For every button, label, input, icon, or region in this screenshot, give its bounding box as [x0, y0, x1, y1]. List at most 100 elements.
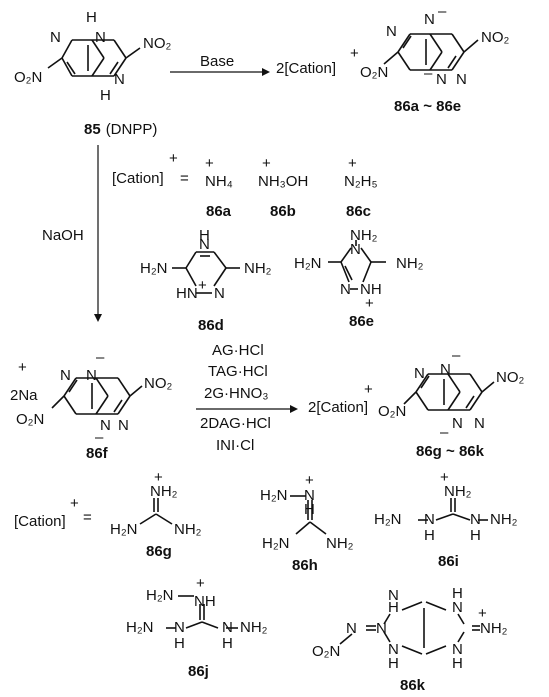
- charge-plus: +: [205, 155, 214, 172]
- charge-plus: +: [18, 359, 27, 376]
- reagent-tag-hcl: TAG·HCl: [208, 363, 268, 380]
- n-anion-label: N: [440, 361, 451, 378]
- sodium-counterion: 2Na: [10, 387, 38, 404]
- amino-group: H₂N: [146, 587, 174, 604]
- nitro-group: NO₂: [144, 375, 173, 392]
- n-label: N: [414, 365, 425, 382]
- compound-label-86h: 86h: [292, 557, 318, 574]
- amino-group: H₂N: [126, 619, 154, 636]
- charge-plus: +: [70, 495, 79, 512]
- n-label: N: [118, 417, 129, 434]
- n-label: N: [95, 29, 106, 46]
- cation-86e-structure: [328, 240, 386, 283]
- charge-plus: +: [350, 45, 359, 62]
- nitro-group: NO₂: [481, 29, 510, 46]
- n-h-label: H: [470, 527, 481, 544]
- arrow-head: [290, 405, 298, 413]
- nh-label: N: [304, 487, 315, 504]
- n-h-label: H: [452, 655, 463, 672]
- n-label: N: [214, 285, 225, 302]
- charge-minus: –: [96, 349, 105, 366]
- amino-group: NH₂: [326, 535, 354, 552]
- equals-sign: =: [180, 170, 189, 187]
- charge-plus: +: [478, 605, 487, 622]
- dianion-structure-bottom: [403, 373, 495, 411]
- compound-label-86c: 86c: [346, 203, 371, 220]
- nitro-group: O₂N: [378, 403, 406, 420]
- charge-plus: +: [440, 469, 449, 486]
- n-h-label: H: [452, 585, 463, 602]
- compound-label-86g: 86g: [146, 543, 172, 560]
- arrow-head: [94, 314, 102, 322]
- n-h-label: H: [174, 635, 185, 652]
- n-h-label: H: [100, 87, 111, 104]
- n-h-label: H: [222, 635, 233, 652]
- charge-plus: +: [365, 295, 374, 312]
- amino-group: H₂N: [260, 487, 288, 504]
- amino-group: NH₂: [350, 227, 378, 244]
- n-label: N: [388, 587, 399, 604]
- cation-86i-structure: [418, 498, 488, 521]
- n-label: N: [452, 641, 463, 658]
- amino-group: NH₂: [240, 619, 268, 636]
- arrow-head: [262, 68, 270, 76]
- cation-86k-structure: [339, 601, 480, 655]
- nh-label: H: [304, 501, 315, 518]
- amino-group: H₂N: [140, 260, 168, 277]
- n-label: N: [199, 236, 210, 253]
- reagent-2g-hno3: 2G·HNO₃: [204, 385, 268, 402]
- n-label: N: [346, 620, 357, 637]
- n-anion-label: N: [86, 367, 97, 384]
- cation-86d-structure: [172, 251, 240, 287]
- nh-label: NH: [360, 281, 382, 298]
- coefficient-cation: 2[Cation]: [308, 399, 368, 416]
- charge-minus: –: [424, 65, 433, 82]
- compound-85-structure: [47, 39, 141, 77]
- nitro-group: O₂N: [360, 64, 388, 81]
- cation-86a: NH₄: [205, 173, 233, 190]
- charge-plus: +: [169, 150, 178, 167]
- amino-group: NH₂: [244, 260, 272, 277]
- compound-label-86k: 86k: [400, 677, 426, 694]
- amino-group: H₂N: [262, 535, 290, 552]
- n-anion-label: N: [424, 11, 435, 28]
- compound-label-85: 85(DNPP): [84, 121, 157, 138]
- n-label: N: [386, 23, 397, 40]
- nitro-group: O₂N: [16, 411, 44, 428]
- charge-plus: +: [196, 575, 205, 592]
- equals-sign: =: [83, 509, 92, 526]
- charge-plus: +: [364, 381, 373, 398]
- reagent-base: Base: [200, 53, 234, 70]
- dianion-structure-top: [383, 33, 479, 71]
- imino-group: NH₂: [444, 483, 472, 500]
- n-label: N: [456, 71, 467, 88]
- n-label: N: [174, 619, 185, 636]
- charge-plus: +: [154, 469, 163, 486]
- n-label: N: [474, 415, 485, 432]
- cation-86j-structure: [166, 595, 238, 629]
- compound-86f-structure: [51, 377, 143, 415]
- cation-86h-structure: [290, 495, 327, 535]
- n-label: N: [388, 641, 399, 658]
- compound-label-86i: 86i: [438, 553, 459, 570]
- n-label: N: [60, 367, 71, 384]
- reagent-2dag-hcl: 2DAG·HCl: [200, 415, 271, 432]
- imino-group: NH₂: [150, 483, 178, 500]
- compound-label-86d: 86d: [198, 317, 224, 334]
- n-label: N: [424, 511, 435, 528]
- n-h-label: H: [86, 9, 97, 26]
- n-h-label: H: [388, 655, 399, 672]
- amino-group: NH₂: [396, 255, 424, 272]
- n-label: N: [114, 71, 125, 88]
- compound-label-86a: 86a: [206, 203, 232, 220]
- reagent-ini-cl: INI·Cl: [216, 437, 254, 454]
- coefficient-cation: 2[Cation]: [276, 60, 336, 77]
- n-label: N: [50, 29, 61, 46]
- compound-label-86j: 86j: [188, 663, 209, 680]
- charge-minus: –: [440, 424, 449, 441]
- nitro-group: NO₂: [143, 35, 172, 52]
- amino-group: H₂N: [294, 255, 322, 272]
- n-label: N: [376, 620, 387, 637]
- compound-label-86b: 86b: [270, 203, 296, 220]
- amino-group: H₂N: [374, 511, 402, 528]
